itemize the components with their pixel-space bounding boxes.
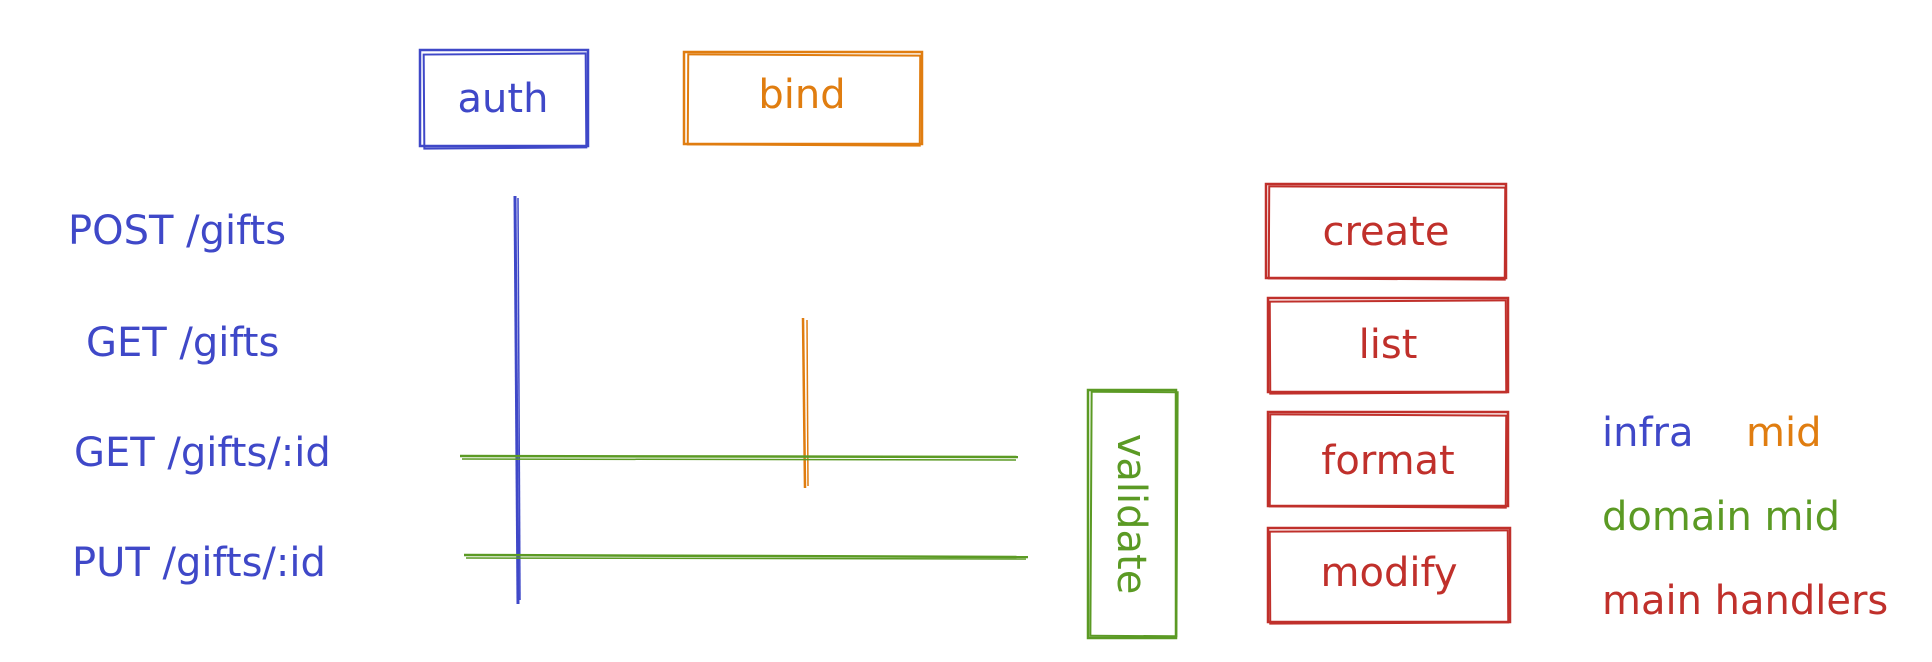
handler-list-box: list [1266, 296, 1510, 395]
auth-label: auth [458, 76, 549, 122]
handler-list-label: list [1359, 322, 1418, 368]
handler-format-box: format [1266, 410, 1510, 509]
bind-line [801, 317, 809, 489]
handler-format-label: format [1321, 438, 1454, 484]
legend-domain-mid: domain mid [1602, 494, 1840, 540]
legend-main-handlers: main handlers [1602, 578, 1888, 624]
route-post-gifts: POST /gifts [68, 208, 286, 254]
validate-line-put-by-id [463, 553, 1029, 560]
handler-modify-label: modify [1321, 550, 1458, 596]
handler-create-box: create [1264, 182, 1508, 281]
handler-modify-box: modify [1266, 526, 1512, 625]
route-get-gift-by-id: GET /gifts/:id [74, 430, 331, 476]
auth-line [513, 195, 521, 605]
handler-create-label: create [1323, 209, 1450, 255]
auth-box: auth [418, 48, 590, 150]
validate-line-get-by-id [459, 454, 1019, 461]
validate-label: validate [1108, 434, 1154, 595]
validate-box: validate [1086, 388, 1179, 640]
legend-infra: infra [1602, 410, 1694, 456]
bind-label: bind [758, 72, 845, 118]
route-get-gifts: GET /gifts [86, 320, 279, 366]
route-put-gift-by-id: PUT /gifts/:id [72, 540, 326, 586]
legend-mid: mid [1746, 410, 1821, 456]
bind-box: bind [682, 50, 924, 147]
legend: infra mid domain mid main handlers [1602, 410, 1888, 624]
